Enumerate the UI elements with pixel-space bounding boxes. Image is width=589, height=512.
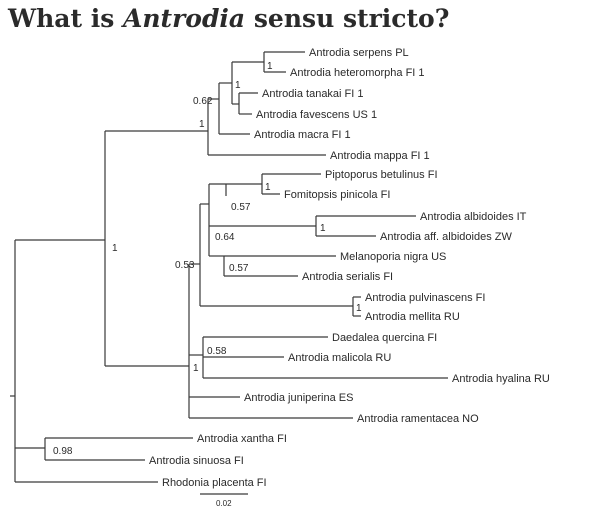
support-values: 1 1 0.62 1 1 0.57 1 0.64 0.57 0.53 1 0.5… [53, 61, 362, 457]
leaf-labels: Antrodia serpens PL Antrodia heteromorph… [149, 47, 550, 489]
leaf-label: Antrodia tanakai FI 1 [262, 88, 364, 100]
leaf-label: Fomitopsis pinicola FI [284, 189, 390, 201]
leaf-label: Antrodia mappa FI 1 [330, 150, 430, 162]
support-value: 0.62 [193, 96, 213, 107]
leaf-label: Antrodia serialis FI [302, 271, 393, 283]
support-value: 0.98 [53, 446, 73, 457]
title-genus: Antrodia [122, 4, 246, 33]
leaf-label: Daedalea quercina FI [332, 332, 437, 344]
support-value: 1 [265, 182, 271, 193]
leaf-label: Antrodia favescens US 1 [256, 109, 377, 121]
support-value: 1 [199, 119, 205, 130]
leaf-label: Antrodia malicola RU [288, 352, 391, 364]
support-value: 1 [193, 363, 199, 374]
support-value: 0.57 [231, 202, 251, 213]
leaf-label: Antrodia mellita RU [365, 311, 460, 323]
scale-bar-label: 0.02 [216, 499, 232, 508]
support-value: 1 [267, 61, 273, 72]
leaf-label: Rhodonia placenta FI [162, 477, 267, 489]
leaf-label: Antrodia sinuosa FI [149, 455, 244, 467]
leaf-label: Antrodia serpens PL [309, 47, 409, 59]
support-value: 0.53 [175, 260, 195, 271]
support-value: 0.64 [215, 232, 235, 243]
leaf-label: Antrodia hyalina RU [452, 373, 550, 385]
leaf-label: Antrodia xantha FI [197, 433, 287, 445]
leaf-label: Antrodia aff. albidoides ZW [380, 231, 512, 243]
title-prefix: What is [8, 4, 123, 33]
support-value: 1 [320, 223, 326, 234]
page-title: What is Antrodia sensu stricto? [8, 4, 449, 34]
leaf-label: Antrodia ramentacea NO [357, 413, 479, 425]
leaf-label: Antrodia macra FI 1 [254, 129, 351, 141]
support-value: 0.57 [229, 263, 249, 274]
leaf-label: Antrodia juniperina ES [244, 392, 353, 404]
support-value: 1 [235, 80, 241, 91]
support-value: 1 [112, 243, 118, 254]
title-suffix: sensu stricto? [245, 4, 450, 33]
leaf-label: Piptoporus betulinus FI [325, 169, 438, 181]
support-value: 0.58 [207, 346, 227, 357]
leaf-label: Antrodia albidoides IT [420, 211, 527, 223]
leaf-label: Antrodia heteromorpha FI 1 [290, 67, 425, 79]
leaf-label: Antrodia pulvinascens FI [365, 292, 485, 304]
support-value: 1 [356, 303, 362, 314]
tree-branches [10, 51, 448, 495]
leaf-label: Melanoporia nigra US [340, 251, 446, 263]
